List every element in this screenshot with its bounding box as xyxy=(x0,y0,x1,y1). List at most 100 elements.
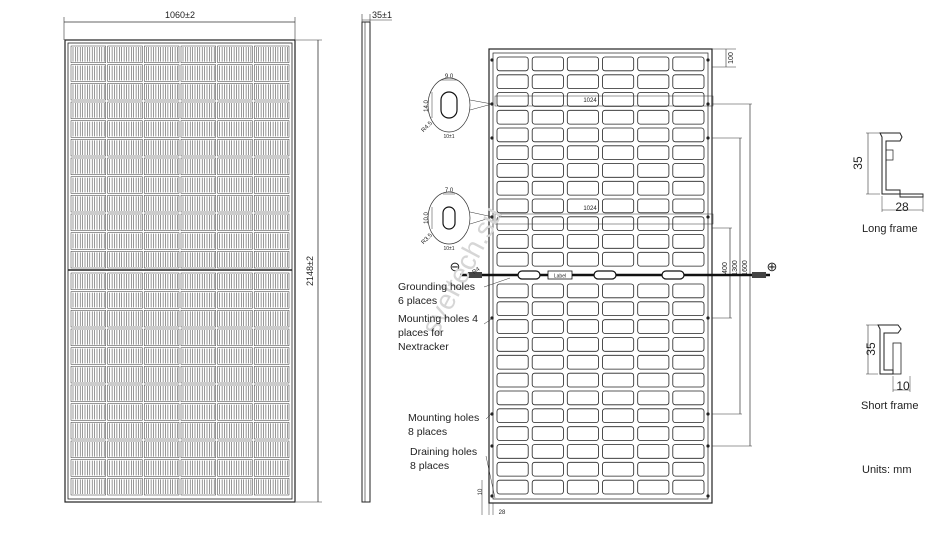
front-cell xyxy=(107,459,143,477)
front-cell xyxy=(254,478,290,496)
front-cell xyxy=(144,120,180,138)
hole-detail-1: 9.0 14.0 R4.5 10±1 xyxy=(421,74,493,140)
front-cell xyxy=(70,403,106,421)
back-cell xyxy=(602,479,635,495)
front-cell xyxy=(107,366,143,384)
back-cell xyxy=(602,426,635,441)
back-cell xyxy=(637,319,670,334)
back-cell xyxy=(602,319,635,334)
back-cell xyxy=(496,145,529,161)
front-cell xyxy=(254,459,290,477)
front-cell xyxy=(70,328,106,346)
back-cell xyxy=(602,444,635,459)
dim-1300: 1300 xyxy=(732,260,739,276)
back-cell xyxy=(496,479,529,495)
bottom-offset-dim: 10 xyxy=(478,488,484,495)
front-cell xyxy=(107,45,143,63)
back-cell xyxy=(602,180,635,196)
front-cell xyxy=(107,176,143,194)
front-cell xyxy=(180,310,216,328)
back-cell xyxy=(531,461,564,477)
short-frame-height: 35 xyxy=(864,342,878,356)
front-cell xyxy=(180,366,216,384)
front-cell xyxy=(70,459,106,477)
front-cell xyxy=(217,176,253,194)
long-frame-label: Long frame xyxy=(862,223,918,235)
front-cell xyxy=(144,403,180,421)
back-cell xyxy=(531,234,564,249)
back-cell xyxy=(566,319,599,334)
edge-width-dim: 28 xyxy=(499,510,506,516)
back-cell xyxy=(496,127,529,143)
back-cell xyxy=(637,180,670,196)
back-cell xyxy=(637,354,670,370)
front-cell xyxy=(217,139,253,157)
back-cell xyxy=(637,479,670,495)
front-cell xyxy=(217,422,253,440)
front-cell xyxy=(217,232,253,250)
front-cell xyxy=(254,422,290,440)
back-cell xyxy=(531,390,564,406)
front-cell xyxy=(180,64,216,82)
svg-text:10±1: 10±1 xyxy=(443,134,454,140)
front-cell xyxy=(107,440,143,458)
front-cell xyxy=(254,291,290,309)
front-cell xyxy=(217,272,253,290)
back-cell xyxy=(672,319,705,334)
front-cell xyxy=(144,459,180,477)
back-cell xyxy=(672,426,705,441)
front-cell xyxy=(107,384,143,402)
front-cell xyxy=(180,232,216,250)
back-cell xyxy=(496,56,529,72)
front-cell xyxy=(254,310,290,328)
back-cell xyxy=(637,372,670,388)
junction-box-center xyxy=(593,270,617,280)
front-cell xyxy=(107,328,143,346)
front-cell xyxy=(217,251,253,269)
front-cell xyxy=(254,251,290,269)
positive-terminal: ⊕ xyxy=(767,259,778,274)
front-cell xyxy=(144,384,180,402)
front-cell xyxy=(180,139,216,157)
front-cell xyxy=(70,347,106,365)
back-cell xyxy=(496,444,529,459)
front-cell xyxy=(180,83,216,101)
front-cell xyxy=(107,157,143,175)
svg-text:14.0: 14.0 xyxy=(424,100,430,112)
back-cell xyxy=(566,337,599,352)
front-cell xyxy=(254,64,290,82)
front-cell xyxy=(144,422,180,440)
long-frame-height: 35 xyxy=(851,156,865,170)
front-cell xyxy=(217,403,253,421)
back-cell xyxy=(672,127,705,143)
back-cell xyxy=(566,216,599,232)
hole-marker xyxy=(706,58,710,62)
front-cell xyxy=(144,64,180,82)
back-view: 100 1024 1024 400 1300 1600 Label ⊖ ⊕ R4 xyxy=(421,48,778,516)
back-cell xyxy=(672,283,705,299)
front-cell xyxy=(254,157,290,175)
back-cell xyxy=(672,461,705,477)
back-cell xyxy=(602,461,635,477)
back-cell xyxy=(531,163,564,178)
back-cell xyxy=(531,145,564,161)
back-cell xyxy=(496,198,529,214)
hole-marker xyxy=(490,58,494,62)
hole-marker xyxy=(490,494,494,498)
side-view: 35±1 xyxy=(361,10,392,503)
back-cell xyxy=(531,372,564,388)
front-cell xyxy=(144,83,180,101)
back-cell xyxy=(637,337,670,352)
front-cell xyxy=(180,213,216,231)
front-cell xyxy=(180,157,216,175)
back-cell xyxy=(496,408,529,423)
back-cell xyxy=(672,408,705,423)
grounding-holes-label: Grounding holes 6 places xyxy=(398,281,476,307)
front-cell xyxy=(70,157,106,175)
front-cell xyxy=(144,272,180,290)
back-cell xyxy=(602,216,635,232)
back-cell xyxy=(602,163,635,178)
front-cell xyxy=(254,440,290,458)
back-cell xyxy=(566,354,599,370)
